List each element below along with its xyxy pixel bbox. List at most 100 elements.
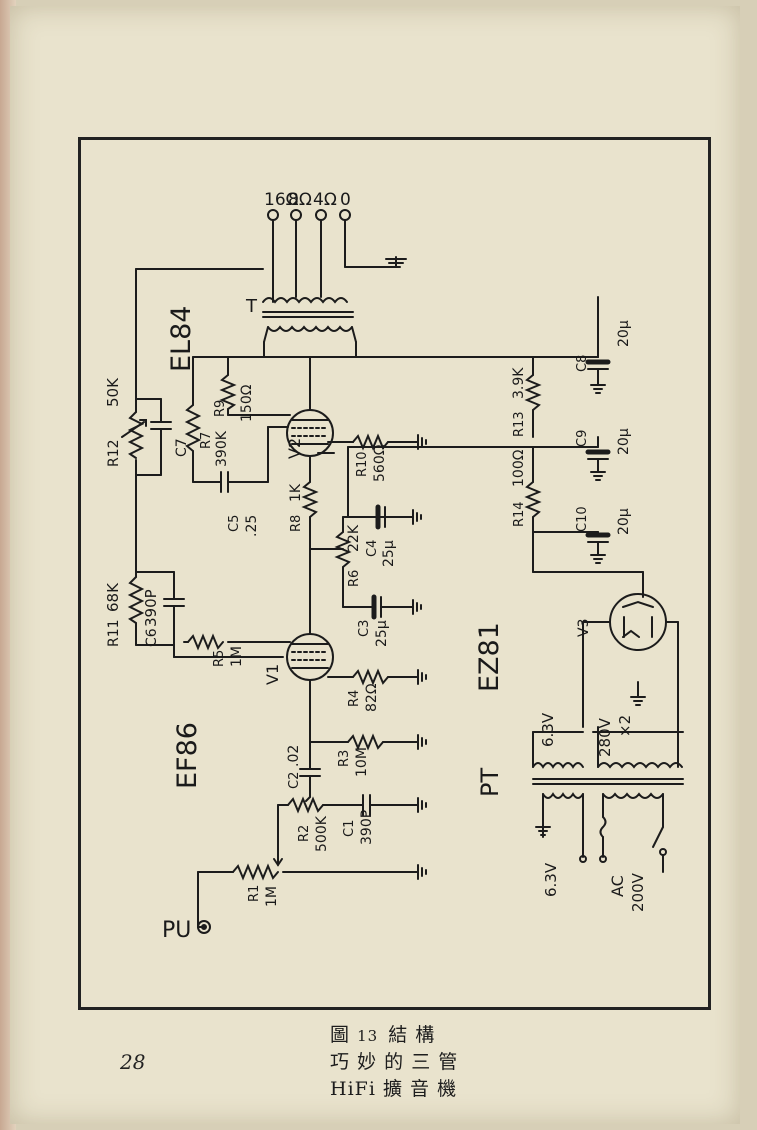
label-hv-x2: ×2 xyxy=(616,715,634,737)
label-heater-1: 6.3V xyxy=(539,712,557,747)
label-c2: C2 xyxy=(287,772,302,789)
caption-char: 音 xyxy=(410,1078,431,1100)
label-v2: V2 xyxy=(285,438,304,459)
v1-tube xyxy=(286,548,344,763)
label-el84: EL84 xyxy=(166,306,197,372)
r14 xyxy=(524,446,599,533)
tap-8: 8Ω xyxy=(288,190,312,210)
label-c10: C10 xyxy=(575,506,590,532)
r5 xyxy=(173,633,291,658)
label-r11: R11 xyxy=(106,619,122,647)
label-r2: R2 xyxy=(297,825,312,842)
label-t: T xyxy=(245,296,258,317)
value-c9: 20μ xyxy=(616,428,632,455)
figure-frame xyxy=(78,137,711,1010)
figure-caption: 圖 13 結 構 巧 妙 的 三 管 HiFi 擴 音 機 xyxy=(330,1020,460,1101)
caption-char: 的 xyxy=(384,1051,405,1073)
label-r10: R10 xyxy=(355,451,370,477)
label-hv: 280V xyxy=(596,717,614,757)
figure-number: 13 xyxy=(357,1027,379,1045)
value-c1: 390P xyxy=(359,810,375,845)
value-c4: 25μ xyxy=(381,540,397,567)
r6-c4 xyxy=(334,504,422,608)
label-pt: PT xyxy=(476,768,504,797)
r4 xyxy=(327,668,427,686)
label-c6: C6 xyxy=(144,628,160,647)
r3 xyxy=(309,733,427,751)
caption-char: 擴 xyxy=(382,1078,403,1100)
value-r7: 390K xyxy=(214,430,230,467)
tap-0: 0 xyxy=(340,190,351,210)
pu-jack xyxy=(197,920,211,934)
r8 xyxy=(301,466,319,550)
label-ef86: EF86 xyxy=(172,722,203,789)
caption-char: 三 xyxy=(411,1051,432,1073)
label-r9: R9 xyxy=(213,400,228,417)
value-r11: 68K xyxy=(104,582,122,612)
c3 xyxy=(342,594,422,620)
label-ac: AC xyxy=(608,875,627,897)
r2-pot xyxy=(277,794,427,838)
value-r12: 50K xyxy=(104,377,122,407)
c9 xyxy=(585,436,611,481)
label-c1: C1 xyxy=(342,820,357,837)
label-pu: PU xyxy=(162,918,191,943)
label-r6: R6 xyxy=(347,570,362,587)
label-c4: C4 xyxy=(365,540,380,557)
r1-pot xyxy=(197,836,427,928)
caption-char: 妙 xyxy=(357,1051,378,1073)
caption-char: 圖 xyxy=(330,1024,351,1046)
caption-char: 機 xyxy=(437,1078,458,1100)
caption-char: HiFi xyxy=(330,1078,376,1100)
amplifier-schematic: 16Ω 8Ω 4Ω 0 T EL84 EF86 EZ81 PT PU R12 5… xyxy=(104,190,684,943)
r12-pot xyxy=(121,398,172,573)
primary-winding xyxy=(535,792,667,873)
value-r3: 10M xyxy=(354,747,370,777)
c10 xyxy=(585,531,611,564)
label-r12: R12 xyxy=(106,439,122,467)
value-c6: 390P xyxy=(142,589,160,627)
label-r7: R7 xyxy=(199,432,214,449)
label-ac-voltage: 200V xyxy=(629,872,647,912)
label-r14: R14 xyxy=(512,501,527,527)
label-ez81: EZ81 xyxy=(474,622,505,692)
label-r5: R5 xyxy=(212,650,227,667)
page-number: 28 xyxy=(120,1050,146,1074)
caption-char: 結 xyxy=(388,1024,409,1046)
label-r3: R3 xyxy=(337,750,352,767)
value-c10: 20μ xyxy=(616,508,632,535)
output-taps xyxy=(267,209,407,303)
label-r13: R13 xyxy=(512,411,527,437)
label-r4: R4 xyxy=(347,690,362,707)
hv-winding xyxy=(592,681,684,769)
label-v3: V3 xyxy=(576,619,592,637)
value-r9: 150Ω xyxy=(239,384,255,422)
label-c5: C5 xyxy=(227,515,242,532)
value-r4: 82Ω xyxy=(364,683,380,712)
output-transformer xyxy=(262,297,357,343)
label-c3: C3 xyxy=(357,620,372,637)
c2 xyxy=(299,761,321,798)
c8 xyxy=(585,296,611,394)
caption-char: 管 xyxy=(438,1051,459,1073)
v3-tube xyxy=(582,593,679,728)
tap-16: 16Ω xyxy=(264,190,299,210)
value-c3: 25μ xyxy=(374,620,390,647)
label-heater-2: 6.3V xyxy=(542,862,560,897)
value-c8: 20μ xyxy=(616,320,632,347)
heater-winding-1 xyxy=(532,621,584,769)
label-r1: R1 xyxy=(247,885,262,902)
value-r10: 560Ω xyxy=(372,444,388,482)
value-r14: 100Ω xyxy=(511,449,527,487)
r10 xyxy=(327,433,427,451)
c5 xyxy=(192,426,289,493)
label-r8: R8 xyxy=(289,515,304,532)
r9 xyxy=(219,356,291,416)
label-c7: C7 xyxy=(174,438,190,457)
value-r13: 3.9K xyxy=(511,367,527,399)
caption-char: 巧 xyxy=(330,1051,351,1073)
value-c2: .02 xyxy=(286,745,302,767)
book-page xyxy=(10,6,740,1124)
tap-4: 4Ω xyxy=(313,190,337,210)
v2-tube xyxy=(286,356,335,468)
